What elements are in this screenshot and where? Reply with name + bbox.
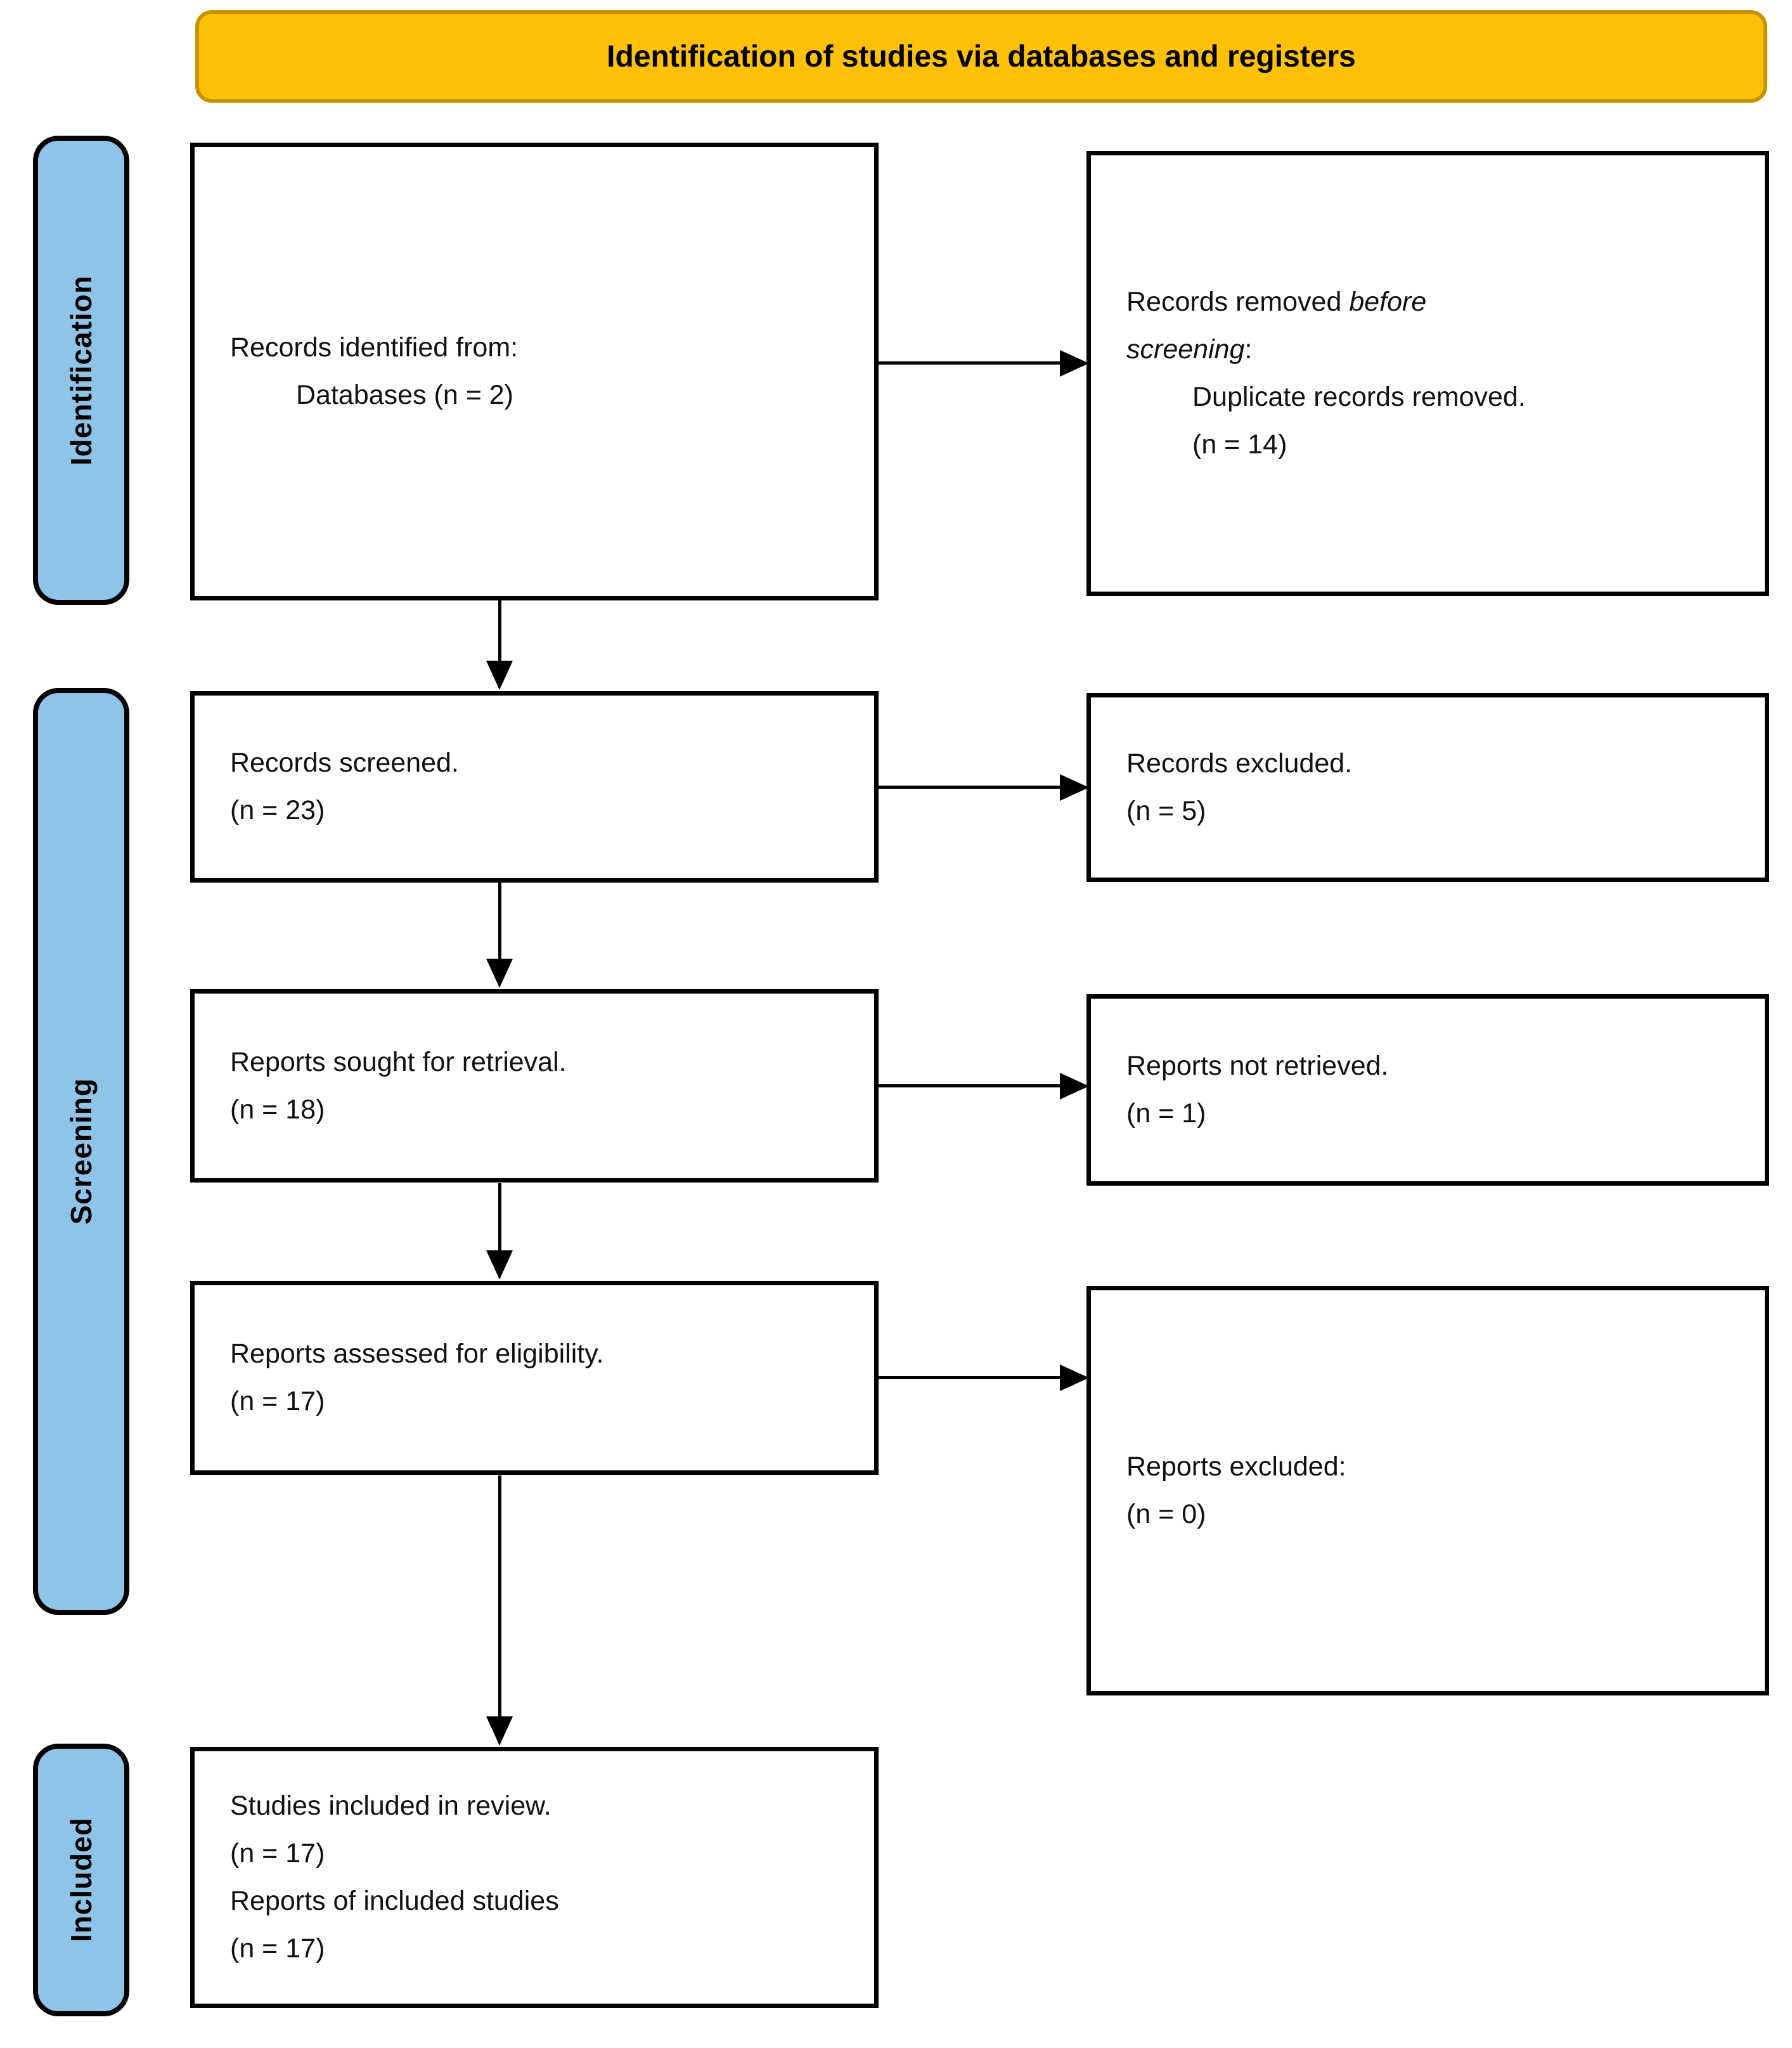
box-line: (n = 5) <box>1126 796 1206 826</box>
box-line: Records removed before <box>1126 287 1427 317</box>
stage-identification: Identification <box>33 136 129 605</box>
box-studies-included: Studies included in review. (n = 17) Rep… <box>190 1747 879 2008</box>
box-line: Records screened. <box>230 748 459 778</box>
box-records-removed-before-screening: Records removed before screening: Duplic… <box>1086 151 1769 596</box>
stage-screening-label: Screening <box>65 1078 98 1225</box>
box-line: screening: <box>1126 334 1253 365</box>
box-line: Reports of included studies <box>230 1886 559 1916</box>
box-line: (n = 23) <box>230 795 325 826</box>
box-line: Reports excluded: <box>1126 1451 1346 1482</box>
box-line: (n = 17) <box>230 1933 325 1964</box>
box-records-identified: Records identified from: Databases (n = … <box>190 143 879 600</box>
box-line: (n = 17) <box>230 1386 325 1416</box>
box-line: Records identified from: <box>230 332 519 363</box>
stage-included: Included <box>33 1744 129 2016</box>
banner-title: Identification of studies via databases … <box>607 39 1356 74</box>
box-reports-not-retrieved: Reports not retrieved. (n = 1) <box>1086 994 1769 1186</box>
banner: Identification of studies via databases … <box>195 10 1767 103</box>
box-reports-sought: Reports sought for retrieval. (n = 18) <box>190 989 879 1183</box>
stage-screening: Screening <box>33 688 129 1615</box>
box-reports-assessed: Reports assessed for eligibility. (n = 1… <box>190 1281 879 1475</box>
box-line: Records excluded. <box>1126 748 1353 779</box>
stage-identification-label: Identification <box>65 275 98 466</box>
box-reports-excluded: Reports excluded: (n = 0) <box>1086 1286 1769 1695</box>
box-line: (n = 17) <box>230 1838 325 1869</box>
box-line: (n = 1) <box>1126 1098 1206 1129</box>
stage-included-label: Included <box>65 1817 98 1943</box>
box-line: Reports not retrieved. <box>1126 1051 1389 1081</box>
box-line-indent: Databases (n = 2) <box>296 380 513 410</box>
box-line: (n = 18) <box>230 1094 325 1125</box>
box-records-excluded: Records excluded. (n = 5) <box>1086 693 1769 882</box>
box-records-screened: Records screened. (n = 23) <box>190 691 879 883</box>
box-line: (n = 0) <box>1126 1499 1206 1529</box>
box-line: Reports assessed for eligibility. <box>230 1338 604 1369</box>
box-line-indent: (n = 14) <box>1192 429 1287 460</box>
box-line: Reports sought for retrieval. <box>230 1046 567 1077</box>
box-line-indent: Duplicate records removed. <box>1192 382 1526 412</box>
box-line: Studies included in review. <box>230 1791 551 1821</box>
